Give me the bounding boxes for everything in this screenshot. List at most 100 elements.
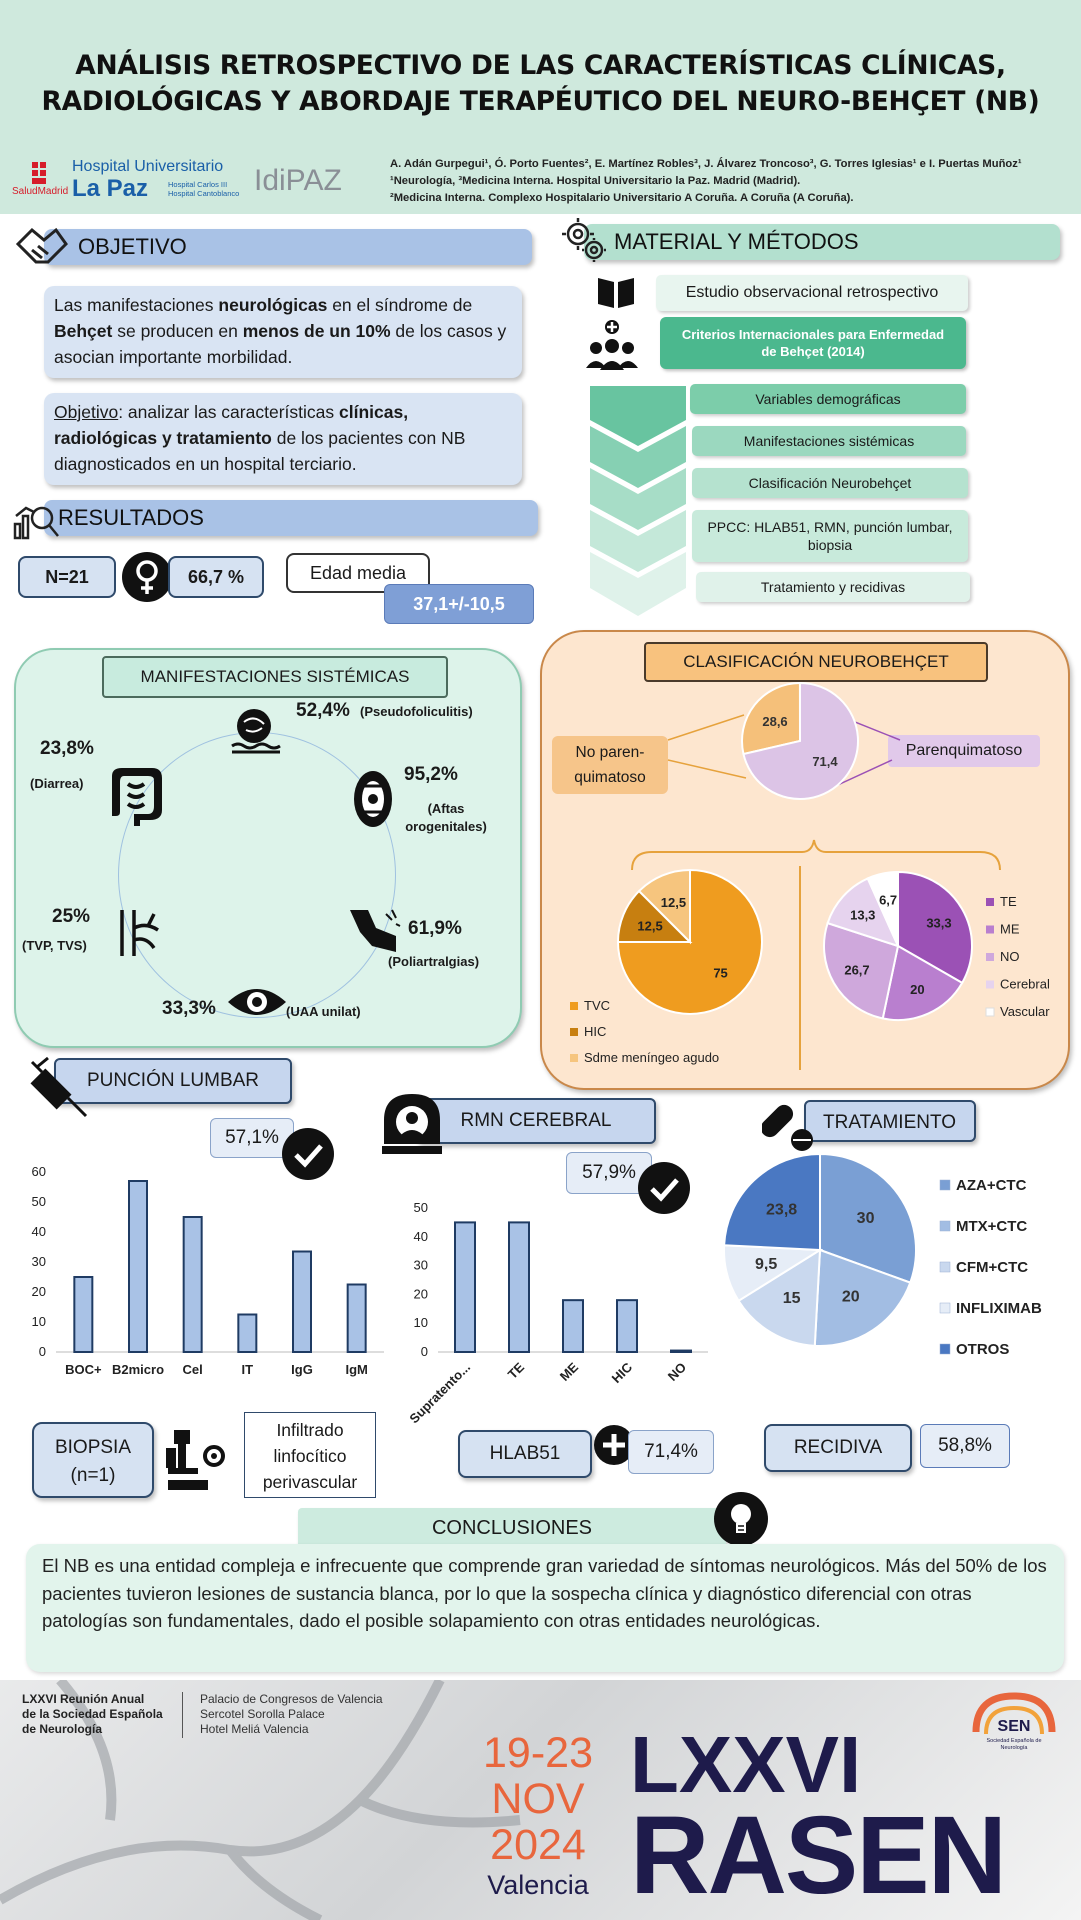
- paren-pie-label-4: 6,7: [879, 893, 897, 908]
- authors-block: A. Adán Gurpegui¹, Ó. Porto Fuentes², E.…: [390, 156, 1080, 207]
- process-chevrons: [588, 384, 688, 620]
- trat-pie-slice-4: [723, 1152, 821, 1252]
- objetivo-title: OBJETIVO: [78, 234, 187, 259]
- infiltrado-3: perivascular: [262, 1472, 358, 1492]
- puncion-title: PUNCIÓN LUMBAR: [54, 1058, 292, 1104]
- paren-label: Parenquimatoso: [888, 735, 1040, 767]
- intro-neurologicas: neurológicas: [218, 295, 328, 315]
- objetivo-header: [44, 229, 532, 265]
- trat-pie-label-3: 9,5: [755, 1256, 777, 1273]
- date-days: 19-23: [483, 1729, 593, 1777]
- nonparen-pie-label-0: 75: [713, 966, 727, 981]
- hlab51-box: HLAB51: [458, 1430, 592, 1478]
- objetivo-aim: Objetivo: analizar las características c…: [44, 393, 522, 485]
- hospital-name-line1: Hospital Universitario: [72, 158, 224, 175]
- brace: [631, 839, 1001, 871]
- trat-legend-swatch-3: [939, 1302, 951, 1314]
- rmn-chart-xlabel-4: NO: [665, 1360, 689, 1384]
- footer-big-lxxvi: LXXVI: [630, 1720, 862, 1809]
- eye-icon: [226, 984, 288, 1020]
- trat-pie-label-1: 20: [842, 1288, 860, 1305]
- puncion-chart-xlabel-4: IgG: [291, 1362, 313, 1377]
- trat-pie-label-2: 15: [783, 1290, 801, 1307]
- rmn-chart-ytick-30: 30: [414, 1258, 428, 1273]
- puncion-chart-ytick-0: 0: [39, 1344, 46, 1359]
- biopsia-box: BIOPSIA (n=1): [32, 1422, 154, 1498]
- microscope-icon: [164, 1426, 228, 1492]
- legend-nonparen-label-0: TVC: [584, 998, 610, 1013]
- rmn-chart-bar-1: [508, 1221, 530, 1354]
- legend-paren-swatch-0: [986, 898, 994, 906]
- book-icon: [596, 272, 636, 310]
- rmn-chart-xlabel-0: Supratento...: [406, 1360, 473, 1427]
- hospital-sub-1: Hospital Carlos III: [168, 180, 228, 189]
- intro-text-1: Las manifestaciones: [54, 295, 219, 315]
- infiltrado-1: Infiltrado: [276, 1420, 344, 1440]
- puncion-chart-ytick-10: 10: [32, 1314, 46, 1329]
- rmn-chart-ytick-0: 0: [421, 1344, 428, 1359]
- footer-big-rasen: RASEN: [630, 1794, 1007, 1917]
- date-year: 2024: [490, 1821, 586, 1869]
- sen-text: SEN: [997, 1718, 1031, 1735]
- legend-paren-swatch-1: [986, 925, 994, 934]
- trat-legend-label-0: AZA+CTC: [956, 1177, 1027, 1194]
- people-plus-icon: [584, 318, 640, 374]
- female-pct: 66,7 %: [168, 556, 264, 598]
- venue-2: Sercotel Sorolla Palace: [200, 1707, 325, 1721]
- date-month: NOV: [491, 1775, 585, 1823]
- hospital-sub-2: Hospital Cantoblanco: [168, 189, 240, 198]
- puncion-chart-bar-4: [292, 1250, 312, 1353]
- rmn-chart-xlabel-1: TE: [505, 1359, 528, 1382]
- rmn-title: RMN CEREBRAL: [416, 1098, 656, 1144]
- lightbulb-icon: [714, 1492, 768, 1546]
- female-icon: [122, 552, 172, 602]
- trat-legend-swatch-0: [939, 1179, 951, 1191]
- paren-pie-slice-4: [866, 870, 899, 947]
- aim-text-2: de los pacientes con NB diagnosticados e…: [54, 428, 466, 474]
- material-header: [584, 224, 1060, 260]
- rmn-chart-bar-2: [562, 1299, 584, 1354]
- nonparen-pie-slice-2: [637, 868, 691, 945]
- recidiva-box: RECIDIVA: [764, 1424, 912, 1472]
- main-pie-label-1: 71,4: [812, 754, 838, 769]
- rmn-chart-ytick-50: 50: [414, 1200, 428, 1215]
- skin-icon: [226, 704, 282, 756]
- plus-icon: [594, 1425, 634, 1465]
- label-poliartralgias: (Poliartralgias): [388, 954, 480, 969]
- meeting-2: de la Sociedad Española: [22, 1707, 163, 1721]
- intestine-icon: [106, 766, 168, 826]
- no-paren-label: No paren-quimatoso: [552, 736, 668, 794]
- vein-icon: [112, 908, 164, 958]
- biopsia-label: BIOPSIA: [54, 1437, 132, 1458]
- legend-paren-label-4: Vascular: [1000, 1004, 1050, 1019]
- rmn-chart-ytick-20: 20: [414, 1286, 428, 1301]
- tratamiento-title: TRATAMIENTO: [823, 1112, 956, 1133]
- legend-nonparen-swatch-2: [570, 1054, 578, 1062]
- chart-magnifier-icon: [12, 498, 60, 542]
- conclusiones-title: CONCLUSIONES: [298, 1508, 726, 1548]
- puncion-chart-xlabel-1: B2micro: [112, 1362, 164, 1377]
- age-value: 37,1+/-10,5: [384, 584, 534, 624]
- recidiva-pct: 58,8%: [920, 1424, 1010, 1468]
- paren-pie-label-2: 26,7: [844, 963, 869, 978]
- biopsia-n: (n=1): [70, 1465, 116, 1486]
- hospital-name-line2: La Paz: [72, 175, 149, 202]
- paren-pie-label-1: 20: [910, 982, 924, 997]
- main-pie-label-0: 28,6: [762, 714, 787, 729]
- puncion-chart-bar-0: [73, 1276, 94, 1353]
- trat-pie-slice-0: [819, 1152, 917, 1284]
- title-line-2: RADIOLÓGICAS Y ABORDAJE TERAPÉUTICO DEL …: [41, 86, 1040, 117]
- footer-band: [0, 1680, 1081, 1920]
- puncion-chart-xlabel-2: Cel: [183, 1362, 203, 1377]
- meeting-3: de Neurología: [22, 1722, 103, 1736]
- date-block: 19-23 NOV 2024: [476, 1730, 600, 1868]
- check-icon-puncion: [282, 1128, 334, 1180]
- resultados-header: [44, 500, 538, 536]
- aim-label: Objetivo: [54, 402, 119, 422]
- trat-legend-label-4: OTROS: [956, 1341, 1009, 1358]
- label-aftas: (Aftas orogenitales): [405, 801, 487, 834]
- intro-text-2: en el síndrome de: [327, 295, 473, 315]
